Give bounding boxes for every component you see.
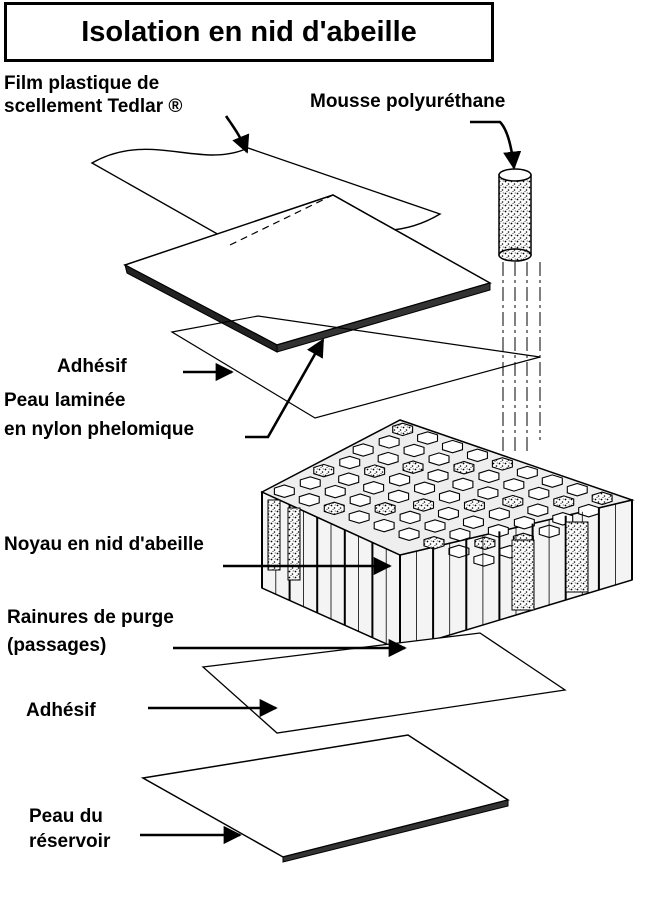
honeycomb-cell bbox=[349, 493, 371, 507]
honeycomb-cell bbox=[392, 422, 414, 437]
polyurethane-foam-plug bbox=[498, 168, 541, 455]
honeycomb-cell bbox=[378, 435, 400, 449]
honeycomb-cell bbox=[502, 494, 524, 509]
honeycomb-cell bbox=[373, 518, 395, 533]
label-noyau: Noyau en nid d'abeille bbox=[4, 534, 204, 555]
honeycomb-cell bbox=[487, 524, 509, 538]
label-peau-laminee: Peau laminée en nylon phelomique bbox=[4, 390, 195, 440]
honeycomb-cell bbox=[474, 536, 496, 550]
arrow-peau-laminee bbox=[245, 338, 325, 439]
honeycomb-cell bbox=[463, 498, 485, 513]
label-peau-reservoir: Peau du réservoir bbox=[29, 806, 111, 852]
honeycomb-cell bbox=[473, 553, 495, 567]
honeycomb-cell bbox=[413, 498, 435, 512]
honeycomb-cell bbox=[389, 472, 411, 487]
honeycomb-cell bbox=[324, 484, 346, 499]
honeycomb-cell bbox=[403, 443, 425, 458]
label-mousse: Mousse polyuréthane bbox=[310, 91, 506, 112]
honeycomb-cell bbox=[478, 469, 500, 484]
honeycomb-cell bbox=[402, 460, 424, 474]
leader-arrows bbox=[140, 115, 522, 845]
honeycomb-cells bbox=[273, 422, 613, 567]
honeycomb-cell bbox=[339, 455, 361, 470]
honeycomb-cell bbox=[453, 460, 475, 475]
honeycomb-cell bbox=[374, 502, 396, 516]
adhesive-bottom-sheet bbox=[201, 632, 567, 734]
honeycomb-cell bbox=[437, 506, 459, 521]
label-rainures: Rainures de purge (passages) bbox=[7, 607, 174, 656]
honeycomb-cell bbox=[591, 491, 613, 506]
adhesive-top-sheet bbox=[170, 315, 541, 419]
honeycomb-cell bbox=[424, 519, 446, 533]
honeycomb-cell bbox=[488, 507, 510, 521]
honeycomb-cell bbox=[441, 439, 464, 454]
honeycomb-cell bbox=[466, 448, 488, 463]
honeycomb-cell bbox=[364, 464, 386, 478]
honeycomb-cell bbox=[448, 544, 470, 559]
honeycomb-cell bbox=[566, 482, 588, 497]
arrow-mousse bbox=[470, 120, 522, 170]
honeycomb-cell bbox=[528, 486, 550, 501]
arrow-film bbox=[224, 115, 250, 154]
honeycomb-cell bbox=[438, 490, 461, 504]
honeycomb-cell bbox=[503, 478, 525, 492]
honeycomb-cell bbox=[541, 474, 563, 488]
honeycomb-cell bbox=[427, 469, 449, 483]
honeycomb-cell bbox=[513, 515, 535, 530]
label-adhesif-bottom: Adhésif bbox=[26, 700, 96, 721]
honeycomb-core bbox=[260, 419, 635, 652]
honeycomb-cell bbox=[516, 465, 538, 480]
honeycomb-cell bbox=[313, 463, 335, 478]
honeycomb-cell bbox=[273, 484, 295, 498]
honeycomb-cell bbox=[338, 472, 360, 486]
label-film-tedlar: Film plastique de scellement Tedlar ® bbox=[4, 73, 183, 117]
tank-skin-plate bbox=[140, 734, 510, 863]
honeycomb-cell bbox=[377, 451, 399, 466]
honeycomb-cell bbox=[348, 510, 370, 524]
label-adhesif-top: Adhésif bbox=[57, 356, 127, 377]
honeycomb-cell bbox=[578, 503, 600, 518]
honeycomb-cell bbox=[352, 443, 374, 457]
honeycomb-cell bbox=[414, 481, 436, 496]
honeycomb-cell bbox=[527, 503, 549, 517]
honeycomb-cell bbox=[449, 527, 471, 542]
honeycomb-cell bbox=[553, 495, 575, 509]
laminated-skin-board bbox=[123, 194, 492, 353]
honeycomb-cell bbox=[452, 477, 474, 492]
honeycomb-cell bbox=[428, 452, 450, 466]
honeycomb-cell bbox=[399, 510, 421, 525]
honeycomb-cell bbox=[363, 481, 385, 495]
honeycomb-cell bbox=[477, 486, 499, 500]
honeycomb-cell bbox=[323, 501, 345, 516]
honeycomb-cell bbox=[462, 515, 484, 529]
title-box: Isolation en nid d'abeille bbox=[4, 2, 494, 62]
honeycomb-cell bbox=[388, 489, 410, 504]
honeycomb-cell bbox=[491, 457, 513, 471]
honeycomb-cell bbox=[417, 431, 439, 445]
honeycomb-cell bbox=[398, 527, 420, 541]
diagram-title: Isolation en nid d'abeille bbox=[81, 15, 417, 48]
honeycomb-cell bbox=[298, 493, 320, 507]
honeycomb-cell bbox=[299, 476, 321, 490]
